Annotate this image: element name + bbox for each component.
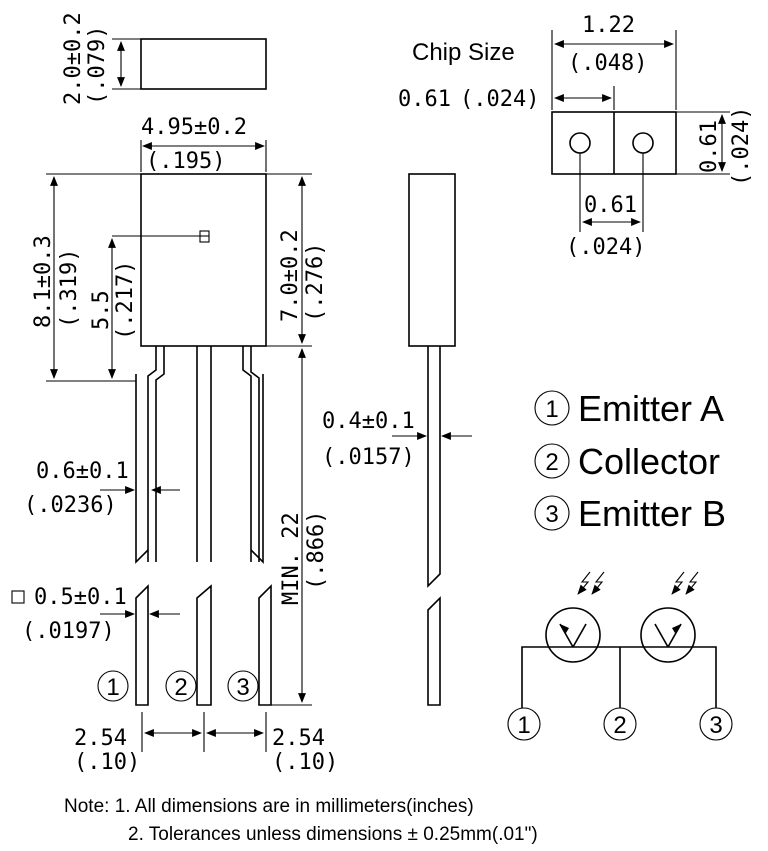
mark-height-in: (.217) [113, 261, 138, 340]
pin-3-label: 3 [236, 674, 249, 701]
pad-spacing-in: (.024) [566, 235, 645, 260]
chip-height-mm: 0.61 [697, 120, 722, 173]
note-line-2: 2. Tolerances unless dimensions ± 0.25mm… [128, 824, 538, 845]
schematic-pin-3: 3 [709, 712, 722, 739]
body-width-in: (.195) [146, 149, 225, 174]
mark-height-mm: 5.5 [89, 290, 114, 330]
note-line-1: Note: 1. All dimensions are in millimete… [64, 796, 474, 817]
pitch-left-mm: 2.54 [74, 726, 127, 751]
total-height-in: (.319) [57, 249, 82, 328]
package-body-side [408, 173, 456, 347]
pitch-left-in: (.10) [74, 750, 140, 775]
total-height-mm: 8.1±0.3 [31, 235, 56, 328]
pitch-right-mm: 2.54 [272, 726, 325, 751]
top-view-outline [140, 38, 267, 90]
lead-square-mm: 0.5±0.1 [34, 585, 127, 610]
lead-width-mm: 0.6±0.1 [36, 459, 129, 484]
legend-2-num: 2 [545, 449, 558, 476]
top-height-in: (.079) [85, 26, 110, 105]
pin-1-label: 1 [106, 674, 119, 701]
legend-3-num: 3 [545, 501, 558, 528]
package-body-front [140, 173, 267, 347]
chip-half-in: (.024) [460, 87, 539, 112]
phototransistor-b [640, 607, 696, 663]
pad-spacing-mm: 0.61 [584, 193, 637, 218]
lead-width-in: (.0236) [24, 493, 117, 518]
body-width-mm: 4.95±0.2 [141, 115, 247, 140]
lead-length-mm: MIN. 22 [279, 512, 304, 605]
legend-2-label: Collector [578, 441, 720, 482]
chip-width-mm: 1.22 [582, 13, 635, 38]
chip-height-in: (.024) [729, 107, 754, 186]
body-height-in: (.276) [303, 243, 328, 322]
lead-thickness-in: (.0157) [322, 445, 415, 470]
chip-pad-right [632, 132, 654, 154]
chip-pad-left [569, 132, 591, 154]
schematic-pin-2: 2 [613, 712, 626, 739]
legend-1-num: 1 [545, 396, 558, 423]
pin-2-label: 2 [174, 674, 187, 701]
legend-1-label: Emitter A [578, 388, 724, 429]
top-height-mm: 2.0±0.2 [61, 12, 86, 105]
lead-2 [196, 346, 212, 706]
body-height-mm: 7.0±0.2 [278, 229, 303, 322]
lead-side [427, 346, 441, 706]
chip-half-mm: 0.61 [398, 87, 451, 112]
lead-1 [135, 346, 165, 706]
schematic-pin-1: 1 [517, 712, 530, 739]
phototransistor-a [545, 607, 601, 663]
square-symbol [11, 590, 25, 604]
chip-size-title: Chip Size [412, 39, 515, 66]
lead-square-in: (.0197) [22, 619, 115, 644]
pitch-right-in: (.10) [272, 750, 338, 775]
legend-3-label: Emitter B [578, 493, 726, 534]
chip-width-in: (.048) [568, 51, 647, 76]
lead-3 [242, 346, 272, 706]
lead-thickness-mm: 0.4±0.1 [322, 409, 415, 434]
lead-length-in: (.866) [304, 511, 329, 590]
schematic: 1 2 3 [507, 571, 733, 741]
